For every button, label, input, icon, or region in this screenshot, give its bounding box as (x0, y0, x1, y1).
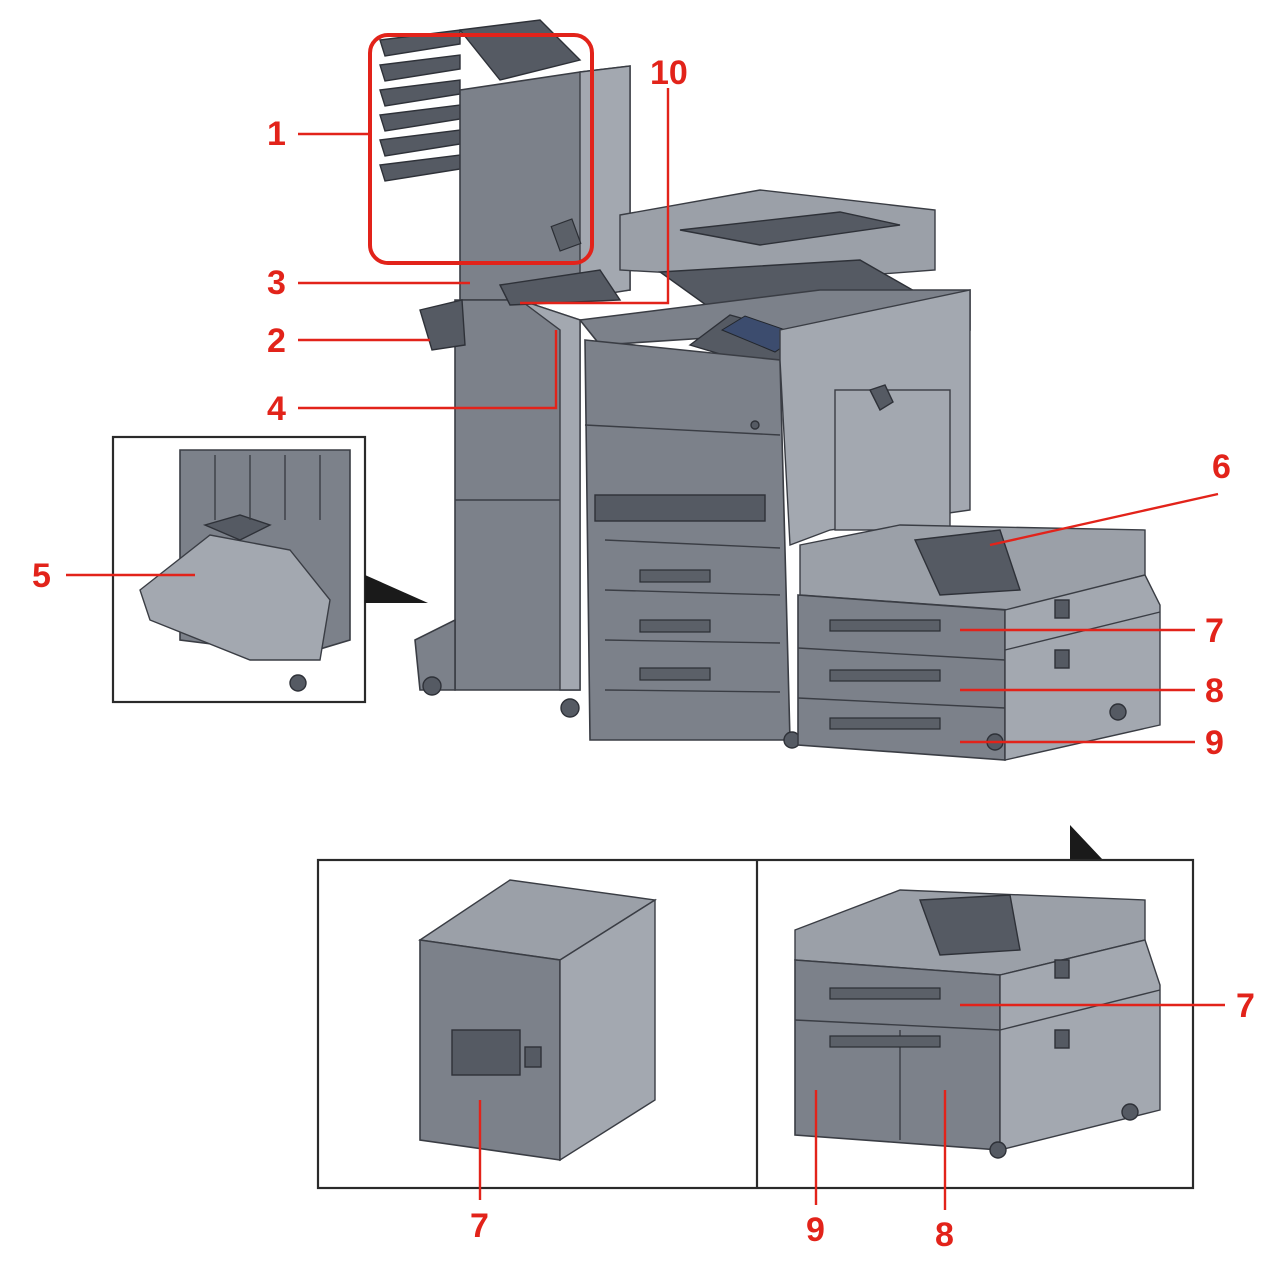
large-capacity-feeder-option (418, 879, 657, 1162)
callout-10: 10 (650, 54, 688, 92)
cassette-handle-1[interactable] (639, 569, 711, 583)
booklet-tray-inset (111, 435, 428, 704)
callout-1: 1 (267, 115, 286, 153)
finisher-door-handle[interactable] (550, 218, 582, 252)
inset-drawer-handle-lower[interactable] (829, 1035, 941, 1048)
drawer-handle-9[interactable] (829, 717, 941, 730)
callout-5: 5 (32, 557, 51, 595)
inset-drawer-handle-upper[interactable] (829, 987, 941, 1000)
two-drawer-feeder-option (794, 889, 1161, 1159)
callout-labels: 1 3 2 4 10 5 6 7 8 9 7 7 9 8 (32, 54, 1255, 1254)
inset-callout-7-right: 7 (1236, 987, 1255, 1025)
finisher-base (414, 618, 456, 691)
callout-6: 6 (1212, 448, 1231, 486)
drawer-handle-8[interactable] (829, 669, 941, 682)
callout-2: 2 (267, 322, 286, 360)
callout-4: 4 (267, 390, 286, 428)
folding-tray (419, 299, 466, 351)
side-access-door[interactable] (834, 389, 951, 531)
front-vent (594, 494, 766, 522)
callout-3: 3 (267, 264, 286, 302)
inset-pointer (365, 575, 428, 603)
callout-9: 9 (1205, 724, 1224, 762)
inset-callout-8: 8 (935, 1216, 954, 1254)
inset-callout-7-left: 7 (470, 1207, 489, 1245)
callout-8: 8 (1205, 672, 1224, 710)
bottom-inset-pointer (1070, 825, 1103, 860)
side-feeder-unit (797, 524, 1161, 761)
mailbox-highlight (368, 33, 594, 265)
cassette-handle-2[interactable] (639, 619, 711, 633)
inset-callout-9: 9 (806, 1211, 825, 1249)
finisher-unit (368, 19, 631, 718)
callout-7: 7 (1205, 612, 1224, 650)
upper-output-tray (498, 269, 622, 306)
leader-lines (66, 88, 1225, 1210)
cassette-handle-3[interactable] (639, 667, 711, 681)
main-printer-unit (578, 189, 971, 749)
side-feeder-output-tray (913, 529, 1021, 596)
feeder-options-inset (316, 825, 1195, 1190)
drawer-handle-7[interactable] (829, 619, 941, 632)
